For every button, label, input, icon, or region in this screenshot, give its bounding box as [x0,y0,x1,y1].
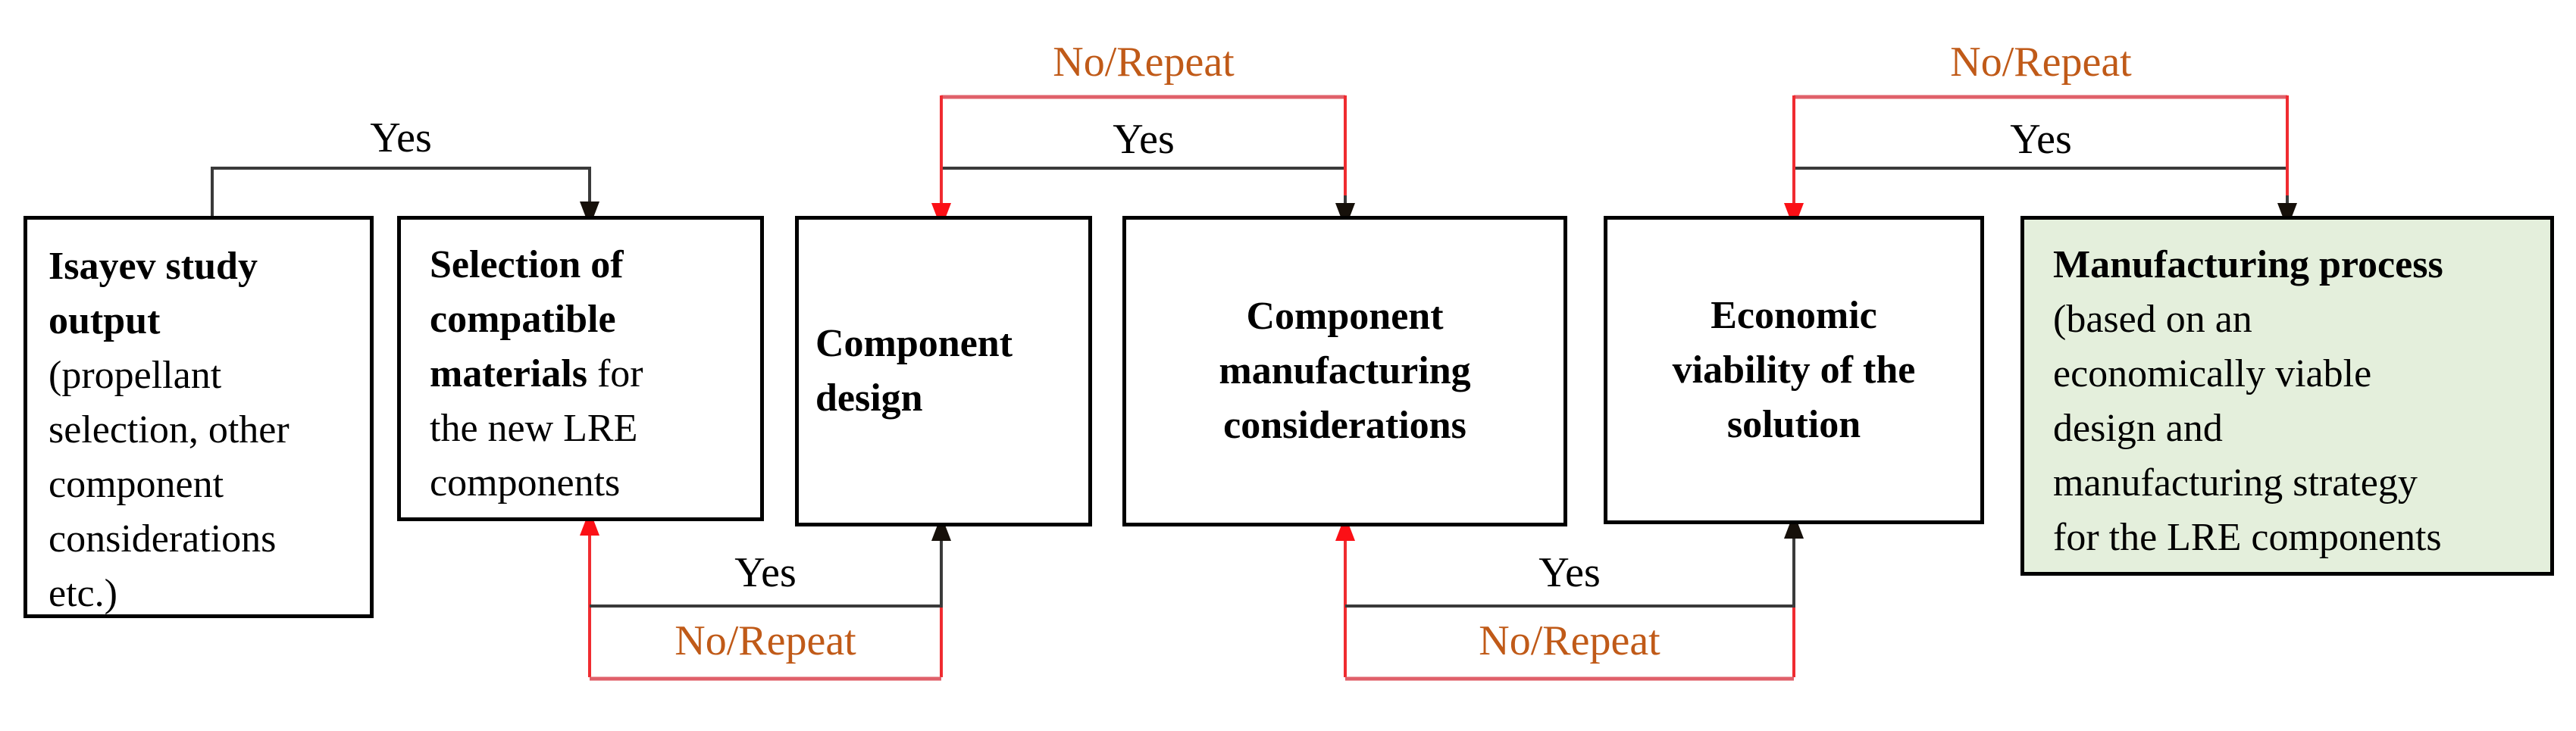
box-body: (propellant selection, other component c… [49,354,290,615]
box-title: Component design [815,322,1013,420]
box-body: (based on an economically viable design … [2053,298,2442,559]
box-title: Component manufacturing considerations [1219,295,1471,447]
no-repeat-label: No/Repeat [1479,617,1660,664]
no-repeat-label: No/Repeat [1053,39,1235,86]
box-title: Manufacturing process [2053,243,2443,286]
yes-label: Yes [2010,116,2072,163]
box-title: Economic viability of the solution [1672,293,1916,446]
yes-line [1794,167,2289,221]
flow-box-isayev-study-output: Isayev study output (propellant selectio… [23,216,374,618]
yes-line [211,167,591,221]
yes-label: Yes [1113,116,1175,163]
flow-box-selection-compatible-materials: Selection of compatible materials for th… [397,216,764,521]
flow-box-component-design: Component design [795,216,1092,526]
yes-line [941,167,1347,221]
no-repeat-label: No/Repeat [675,617,856,664]
yes-label: Yes [1538,549,1601,596]
flow-box-economic-viability: Economic viability of the solution [1604,216,1984,524]
flow-box-manufacturing-process: Manufacturing process (based on an econo… [2020,216,2554,576]
box-title: Selection of compatible materials [430,243,624,395]
no-repeat-label: No/Repeat [1950,39,2132,86]
yes-label: Yes [734,549,797,596]
box-title: Isayev study output [49,245,258,342]
flow-box-component-manufacturing-considerations: Component manufacturing considerations [1122,216,1567,526]
box-body: for the new LRE components [430,352,643,505]
yes-label: Yes [370,114,432,161]
